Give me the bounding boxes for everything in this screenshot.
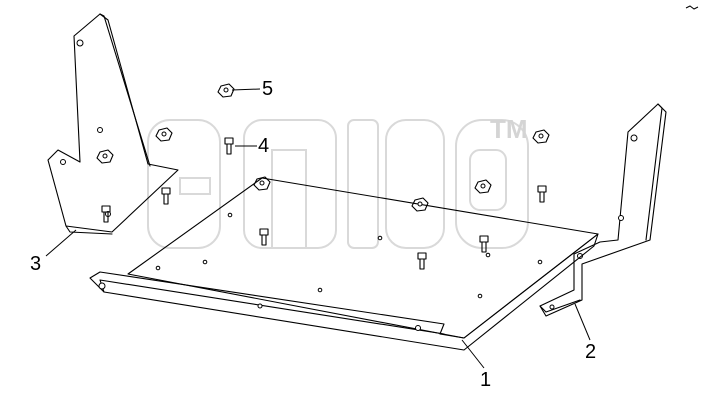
nut xyxy=(96,149,114,164)
bolt xyxy=(479,235,489,253)
bolt xyxy=(161,187,171,205)
bolt xyxy=(101,205,111,223)
callout-3: 3 xyxy=(30,253,41,275)
bolt xyxy=(537,185,547,203)
left-bracket-part-3 xyxy=(47,13,179,235)
leader-lines xyxy=(45,88,591,369)
right-bracket-part-2 xyxy=(539,103,667,317)
bolt xyxy=(224,137,234,155)
nut xyxy=(474,179,492,194)
callout-1: 1 xyxy=(480,369,491,391)
nut xyxy=(532,129,550,144)
bolt xyxy=(417,252,427,270)
base-plate-part-1 xyxy=(89,177,599,351)
callout-4: 4 xyxy=(258,135,269,157)
nut xyxy=(217,83,235,98)
nut xyxy=(411,197,429,212)
nut xyxy=(155,127,173,142)
callout-2: 2 xyxy=(585,341,596,363)
callout-labels: 1 2 3 4 5 xyxy=(30,78,596,391)
nut xyxy=(253,176,271,191)
callout-5: 5 xyxy=(262,78,273,100)
nut-group xyxy=(96,83,550,212)
watermark-trademark: TM xyxy=(490,114,528,144)
bolt-group xyxy=(101,137,547,270)
corner-mark xyxy=(685,5,699,10)
bolt xyxy=(259,228,269,246)
watermark-logo: TM xyxy=(147,114,529,249)
